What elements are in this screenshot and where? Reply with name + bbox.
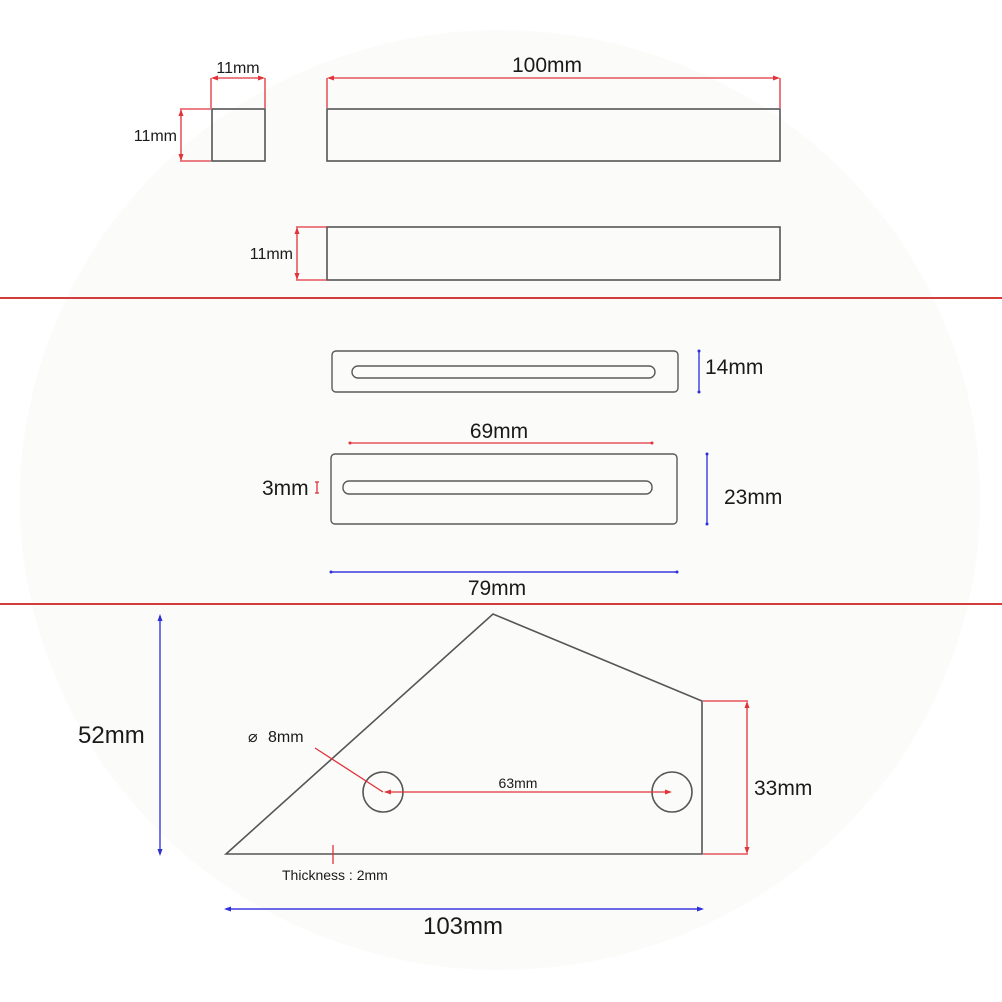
section-slotted-plates: 14mm 69mm 3mm 23mm 79mm [262, 349, 782, 600]
cross-section-width-dimension: 11mm [210, 60, 266, 108]
bar-side-height-dimension: 11mm [250, 226, 327, 281]
large-plate-width-label: 79mm [468, 577, 526, 600]
total-height-dimension: 52mm [78, 614, 163, 856]
large-plate-height-label: 23mm [724, 486, 782, 509]
bar-length-label: 100mm [512, 54, 582, 77]
right-edge-height-label: 33mm [754, 777, 812, 800]
hole-spacing-label: 63mm [499, 775, 538, 791]
bar-side-height-label: 11mm [250, 246, 293, 263]
bar-side-view [326, 226, 781, 281]
bar-cross-section [211, 108, 266, 162]
slot-length-label: 69mm [470, 420, 528, 443]
large-plate-slot [342, 480, 653, 495]
cross-section-height-label: 11mm [134, 128, 177, 145]
total-height-label: 52mm [78, 722, 145, 749]
thickness-callout: Thickness : 2mm [282, 845, 388, 883]
large-plate-height-dimension: 23mm [705, 452, 782, 526]
small-plate-height-dimension: 14mm [697, 349, 763, 394]
base-width-label: 103mm [423, 913, 503, 940]
slot-length-dimension: 69mm [348, 420, 654, 445]
diameter-symbol: ⌀ [248, 729, 258, 746]
thickness-label: Thickness : 2mm [282, 867, 388, 883]
bracket-plate-outline [223, 613, 703, 855]
background-glow [20, 30, 980, 970]
small-plate-height-label: 14mm [705, 356, 763, 379]
bar-top-view [326, 108, 781, 162]
bar-length-dimension: 100mm [326, 54, 781, 108]
slot-width-dimension: 3mm [262, 477, 319, 500]
slot-width-label: 3mm [262, 477, 309, 500]
small-slotted-plate [331, 350, 679, 393]
cross-section-height-dimension: 11mm [134, 108, 211, 162]
right-edge-height-dimension: 33mm [703, 700, 812, 855]
large-slotted-plate [330, 453, 678, 525]
base-width-dimension: 103mm [224, 906, 704, 940]
section-bracket-plate: ⌀ 8mm 63mm 52mm 33mm T [78, 613, 812, 940]
hole-spacing-dimension: 63mm [384, 775, 672, 795]
hole-diameter-callout: ⌀ 8mm [248, 729, 384, 793]
section-square-bar: 11mm 11mm 100mm 11mm [134, 54, 781, 281]
hole-diameter-label: 8mm [268, 729, 304, 746]
cross-section-width-label: 11mm [216, 60, 259, 77]
large-plate-width-dimension: 79mm [329, 570, 679, 600]
small-plate-slot [351, 365, 656, 379]
